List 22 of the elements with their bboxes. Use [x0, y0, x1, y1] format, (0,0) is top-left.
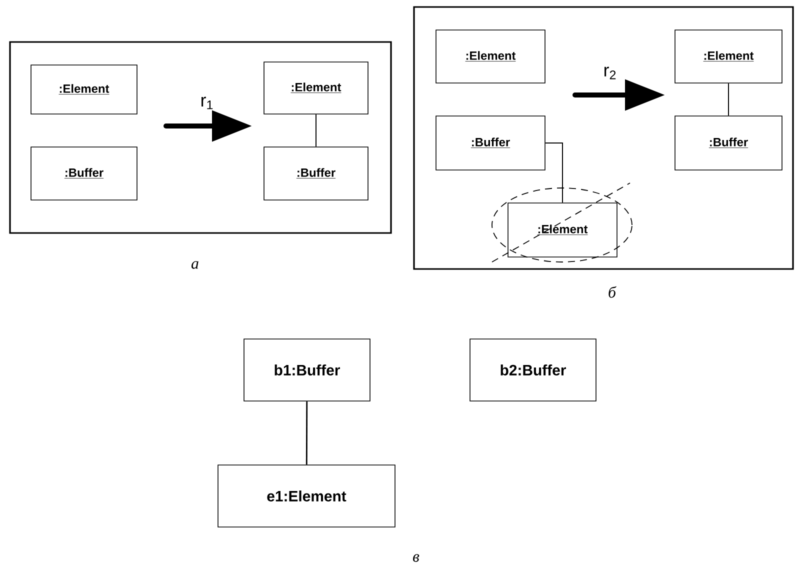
object-box: :Buffer	[264, 146, 368, 200]
object-box: :Buffer	[436, 116, 546, 170]
object-box: :Element	[508, 202, 618, 258]
panel-caption: в	[413, 554, 420, 562]
object-box: b1:Buffer	[244, 338, 370, 402]
rule-label: r$_{1}$	[201, 96, 213, 110]
object-box: e1:Element	[218, 464, 396, 528]
object-box: :Buffer	[674, 116, 782, 170]
object-box: :Element	[264, 62, 368, 114]
panel-caption: б	[608, 286, 616, 298]
panel-caption: а	[192, 261, 198, 269]
object-box: :Element	[436, 30, 546, 84]
panel-frame	[9, 41, 392, 234]
object-box: :Buffer	[30, 146, 138, 200]
object-box: :Element	[674, 30, 782, 84]
panel-frame	[413, 6, 794, 270]
connector-line	[306, 401, 308, 465]
object-box: :Element	[30, 64, 138, 114]
object-box: b2:Buffer	[470, 338, 596, 402]
connector-line	[728, 82, 729, 116]
rule-label: r$_{2}$	[604, 66, 616, 80]
connector-line	[544, 142, 563, 204]
